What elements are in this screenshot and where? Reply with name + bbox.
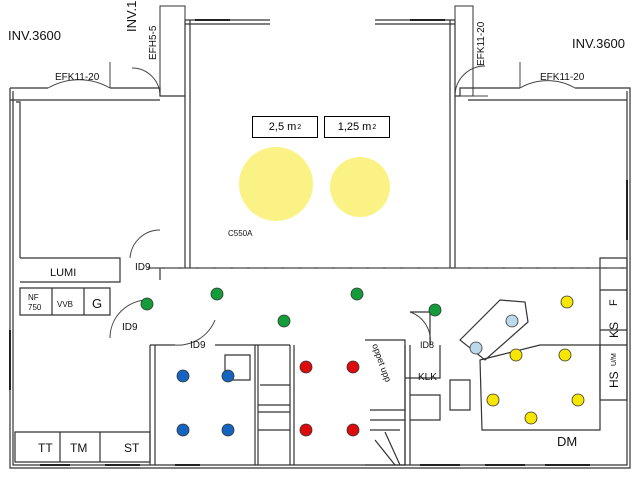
stair-label: oppet upp [370,342,393,383]
id9-label-left: ID9 [122,322,138,333]
marker-green [428,303,442,317]
marker-red [299,360,313,374]
marker-blue [221,369,235,383]
efk-label-right: EFK11-20 [540,72,585,83]
area-value: 1,25 m [337,121,372,133]
tt-label: TT [38,441,53,455]
f-label: F [608,299,620,306]
marker-red [346,423,360,437]
vent-label: C550A [228,229,253,238]
nf-label: NF [28,293,39,302]
inv-label-top: INV.1 [124,1,139,32]
door-arcs [47,62,576,346]
efk-label-left: EFK11-20 [55,72,100,83]
window-marks [9,19,628,466]
marker-group-light-blue [469,314,519,355]
marker-blue [176,369,190,383]
area-value: 2,5 m [268,121,297,133]
marker-yellow [571,393,585,407]
tm-label: TM [70,441,87,455]
vvb-label: VVB [57,300,73,309]
lumi-label: LUMI [50,267,76,279]
window-frame-vertical [159,5,474,97]
hs-sub-label: U/M [611,353,618,366]
inv-label-left: INV.3600 [8,28,61,43]
ks-label: KS [607,322,621,338]
nf-sub-label: 750 [28,303,42,312]
marker-yellow [524,411,538,425]
id8-label: ID8 [420,340,434,350]
marker-yellow [560,295,574,309]
marker-light-blue [505,314,519,328]
marker-yellow [486,393,500,407]
hs-label: HS [607,371,621,388]
marker-red [299,423,313,437]
marker-blue [176,423,190,437]
area-circle-small [330,157,390,217]
area-unit-sup: 2 [297,123,302,131]
inv-label-right: INV.3600 [572,36,625,51]
marker-group-yellow [486,295,585,425]
id9-label-bath: ID9 [190,340,206,351]
marker-red [346,360,360,374]
marker-green [140,297,154,311]
marker-light-blue [469,341,483,355]
walls [9,19,631,469]
marker-yellow [558,348,572,362]
g-label: G [92,296,102,311]
area-circle-large [239,147,313,221]
marker-yellow [509,348,523,362]
marker-group-green [140,287,442,328]
marker-green [350,287,364,301]
dm-label: DM [557,434,577,449]
area-unit-sup: 2 [372,123,377,131]
marker-group-blue [176,369,235,437]
st-label: ST [124,441,140,455]
id9-label-top: ID9 [135,262,151,273]
efh-label-vertical: EFH5-5 [148,25,159,60]
efk-label-vertical: EFK11-20 [476,21,487,66]
klk-label: KLK [418,372,437,383]
marker-group-red [299,360,360,437]
marker-blue [221,423,235,437]
marker-green [277,314,291,328]
marker-green [210,287,224,301]
